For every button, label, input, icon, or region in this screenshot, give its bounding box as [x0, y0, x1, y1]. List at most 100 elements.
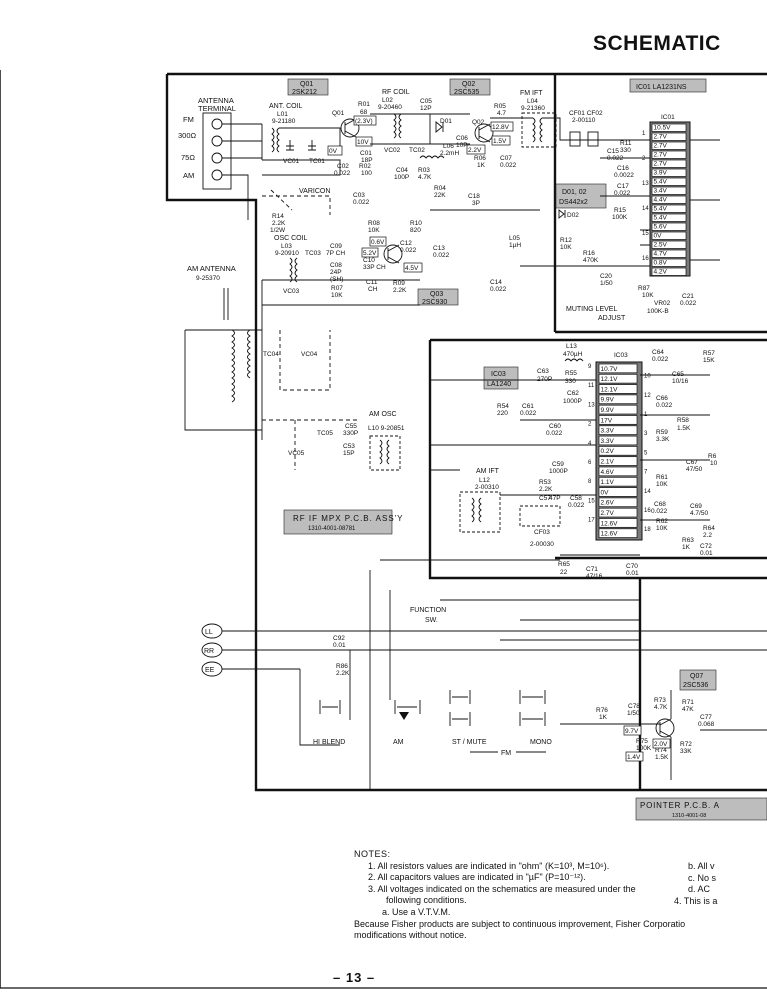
svg-text:10V: 10V: [357, 139, 369, 146]
screw-terminal-icon: [211, 152, 223, 164]
svg-text:10K: 10K: [331, 292, 343, 299]
notes-block: NOTES: 1. All resistors values are indic…: [354, 849, 767, 942]
svg-text:2.2K: 2.2K: [272, 220, 286, 227]
svg-text:C70: C70: [626, 563, 638, 570]
svg-text:TC02: TC02: [409, 147, 425, 154]
svg-text:C07: C07: [500, 155, 512, 162]
notes-title: NOTES:: [354, 849, 391, 859]
svg-text:R11: R11: [620, 140, 632, 147]
svg-text:Q01: Q01: [332, 110, 345, 117]
ic01-voltage-label: 5.6V: [654, 224, 668, 231]
ic03-voltage-label: 1.1V: [601, 479, 615, 486]
svg-text:47P: 47P: [549, 495, 561, 502]
svg-text:TC05: TC05: [317, 430, 333, 437]
svg-text:C10: C10: [363, 257, 375, 264]
ic01-voltage-box: [651, 213, 687, 222]
svg-text:33K: 33K: [680, 748, 692, 755]
ic01-voltage-box: [651, 177, 687, 186]
svg-text:C55: C55: [345, 423, 357, 430]
svg-text:ST / MUTE: ST / MUTE: [452, 739, 487, 746]
svg-text:470K: 470K: [583, 257, 599, 264]
ic03-voltage-label: 12.6V: [601, 531, 619, 538]
coil-icon: [289, 257, 298, 283]
svg-text:Q07: Q07: [690, 673, 703, 680]
board-label: RF IF MPX P.C.B. ASS'Y 1310-4001-08781: [283, 509, 404, 535]
svg-text:D02: D02: [567, 212, 579, 219]
svg-text:C77: C77: [700, 714, 712, 721]
svg-text:10K: 10K: [656, 481, 668, 488]
ic03-voltage-label: 2.1V: [601, 459, 615, 466]
ic01-voltage-label: 5.4V: [654, 215, 668, 222]
svg-text:4.7/50: 4.7/50: [690, 510, 708, 517]
svg-text:1.5K: 1.5K: [655, 754, 669, 761]
svg-text:TC01: TC01: [309, 158, 325, 165]
ic03-voltage-label: 12.6V: [601, 520, 619, 527]
ic03-pin-number: 11: [588, 383, 595, 389]
svg-text:1310-4001-08781: 1310-4001-08781: [308, 526, 356, 532]
antenna-title-2: TERMINAL: [198, 104, 236, 113]
svg-text:RF COIL: RF COIL: [382, 89, 410, 96]
svg-text:ANT. COIL: ANT. COIL: [269, 103, 303, 110]
svg-text:Q03: Q03: [430, 291, 443, 298]
ic01-pin-number: 2: [642, 156, 646, 162]
coil-icon: [247, 329, 251, 379]
ic03-voltage-label: 4.6V: [601, 469, 615, 476]
svg-text:Q02: Q02: [462, 81, 475, 88]
terminal-rr: RR: [201, 642, 223, 658]
svg-text:22: 22: [560, 569, 568, 576]
svg-text:C67: C67: [686, 459, 698, 466]
svg-text:2SC536: 2SC536: [683, 682, 708, 689]
svg-text:C20: C20: [600, 273, 612, 280]
ic03-voltage-box: [598, 476, 638, 487]
svg-text:C17: C17: [617, 183, 629, 190]
svg-text:VC05: VC05: [288, 450, 305, 457]
svg-text:C60: C60: [549, 423, 561, 430]
ic01-voltage-label: 5.4V: [654, 179, 668, 186]
transistor-icon: [340, 118, 360, 138]
q07-section: Q07 2SC536 R76 1K C78 1/50 R73 4.7K R71 …: [560, 669, 767, 821]
ic03-pin-number: 6: [588, 460, 592, 466]
svg-text:2SK212: 2SK212: [292, 89, 317, 96]
q03-osc-section: VARICON C03 0.022 R04 22K C18 3P R14 2.2…: [262, 185, 540, 306]
ic01-pin-number: 16: [642, 256, 649, 262]
svg-text:3.3K: 3.3K: [656, 436, 670, 443]
svg-text:R71: R71: [682, 699, 694, 706]
note-3a: a. Use a V.T.V.M.: [382, 906, 451, 917]
svg-text:R76: R76: [596, 707, 608, 714]
svg-text:C13: C13: [433, 245, 445, 252]
ic03-voltage-label: 0.2V: [601, 448, 615, 455]
svg-text:R72: R72: [680, 741, 692, 748]
svg-text:R65: R65: [558, 561, 570, 568]
svg-text:TC03: TC03: [305, 250, 321, 257]
svg-text:L12: L12: [479, 477, 490, 484]
ic03-voltage-label: 12.1V: [601, 376, 619, 383]
svg-text:VC04: VC04: [301, 351, 318, 358]
ic03-voltage-label: 3.3V: [601, 438, 615, 445]
note-3-cont: following conditions.: [386, 895, 467, 906]
svg-text:2-00310: 2-00310: [475, 484, 499, 491]
note-3d: d. AC: [688, 884, 711, 895]
svg-text:Q02: Q02: [472, 119, 485, 126]
svg-text:220: 220: [497, 410, 508, 417]
diode-icon: [558, 209, 566, 219]
ic03-voltage-label: 3.3V: [601, 428, 615, 435]
ic01-pin-number: 13: [642, 181, 649, 187]
svg-text:4.7: 4.7: [497, 110, 506, 117]
svg-text:4.5V: 4.5V: [405, 265, 419, 272]
svg-text:RF IF MPX P.C.B. ASS'Y: RF IF MPX P.C.B. ASS'Y: [293, 514, 404, 523]
svg-text:22K: 22K: [434, 192, 446, 199]
note-3b: b. All v: [688, 861, 715, 871]
svg-text:2.2V: 2.2V: [468, 147, 482, 154]
svg-text:R57: R57: [703, 350, 715, 357]
svg-text:R61: R61: [656, 474, 668, 481]
board-frame: [165, 72, 767, 792]
ic01-pin-number: 1: [642, 131, 646, 137]
svg-text:10K: 10K: [560, 244, 572, 251]
svg-text:C64: C64: [652, 349, 664, 356]
ic03-pin-number: 2: [588, 422, 592, 428]
svg-text:0.022: 0.022: [546, 430, 563, 437]
ohm300-label: 300Ω: [178, 131, 197, 140]
svg-text:R86: R86: [336, 663, 348, 670]
ic01-voltage-box: [651, 249, 687, 258]
svg-text:C14: C14: [490, 279, 502, 286]
